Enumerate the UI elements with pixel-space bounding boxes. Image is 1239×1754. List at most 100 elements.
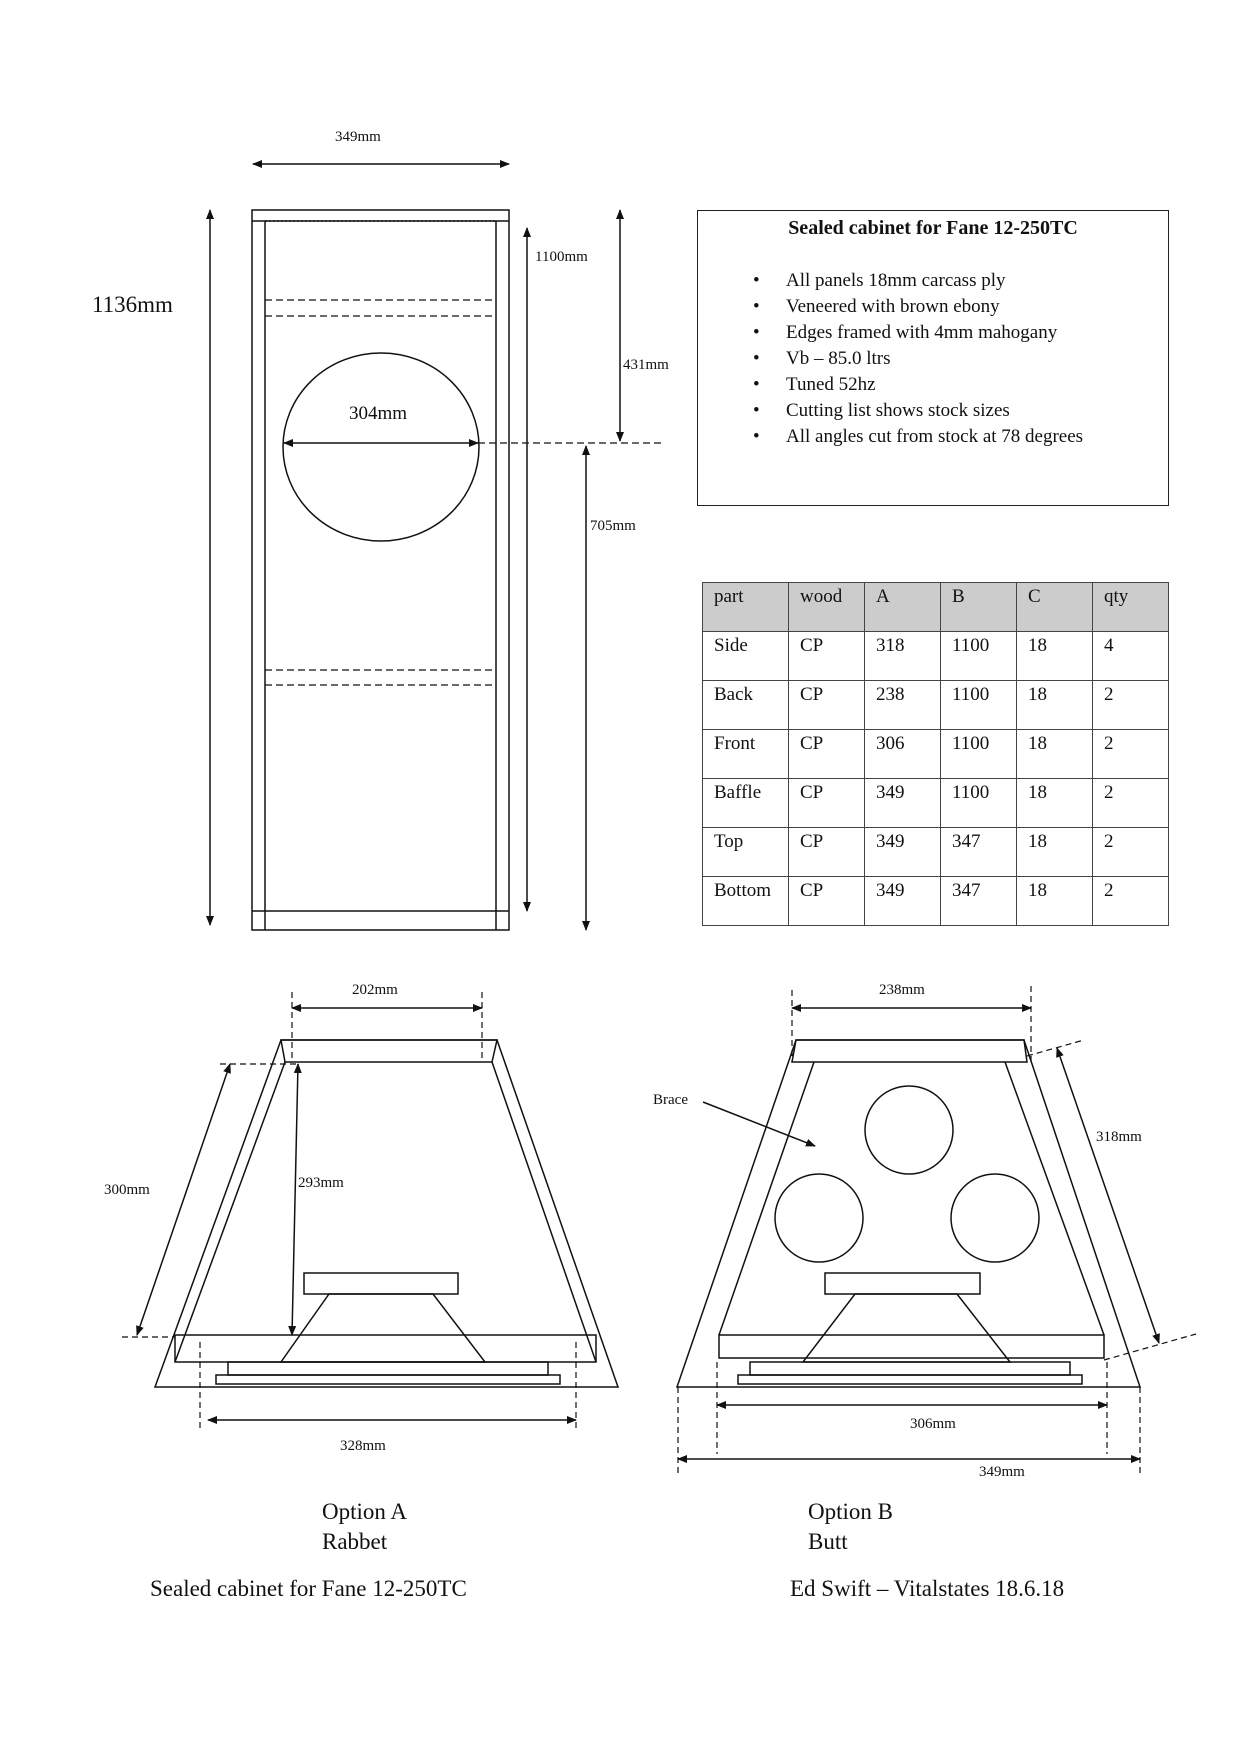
option-b-brace-label: Brace — [653, 1092, 688, 1108]
brace-hole-right — [950, 1173, 1040, 1263]
bottom-panel — [174, 1334, 597, 1363]
notes-item: Tuned 52hz — [753, 372, 1168, 398]
option-b-caption: Option B Butt — [808, 1497, 893, 1557]
table-cell: CP — [788, 778, 865, 828]
table-cell: Front — [702, 729, 789, 779]
table-cell: 4 — [1092, 631, 1169, 681]
table-cell: 238 — [864, 680, 941, 730]
table-header-row: part wood A B C qty — [702, 582, 1169, 632]
height-dim-label: 1136mm — [92, 292, 173, 317]
option-a-subtitle: Rabbet — [322, 1529, 388, 1554]
table-cell: 2 — [1092, 778, 1169, 828]
option-b-subtitle: Butt — [808, 1529, 848, 1554]
width-dim-label: 349mm — [335, 129, 381, 145]
table-cell: 18 — [1016, 778, 1093, 828]
table-cell: CP — [788, 729, 865, 779]
notes-item: Edges framed with 4mm mahogany — [753, 320, 1168, 346]
column-header: wood — [788, 582, 865, 632]
footer-left: Sealed cabinet for Fane 12-250TC — [150, 1576, 467, 1601]
table-cell: 2 — [1092, 876, 1169, 926]
baffle-strip — [227, 1361, 549, 1376]
table-cell: Baffle — [702, 778, 789, 828]
baffle-strip — [749, 1361, 1071, 1376]
column-header: part — [702, 582, 789, 632]
driver-diameter-label: 304mm — [349, 403, 407, 424]
option-a-bottom-width-label: 328mm — [340, 1438, 386, 1454]
notes-item: All panels 18mm carcass ply — [753, 268, 1168, 294]
column-header: qty — [1092, 582, 1169, 632]
option-b-side-label: 318mm — [1096, 1129, 1142, 1145]
option-a-drawing — [122, 992, 620, 1432]
column-header: C — [1016, 582, 1093, 632]
driver-magnet — [824, 1272, 981, 1295]
notes-item: Cutting list shows stock sizes — [753, 398, 1168, 424]
table-cell: 2 — [1092, 827, 1169, 877]
table-row: Front CP 306 1100 18 2 — [702, 729, 1169, 779]
table-cell: 18 — [1016, 680, 1093, 730]
table-row: Back CP 238 1100 18 2 — [702, 680, 1169, 730]
driver-top-label: 431mm — [623, 357, 669, 373]
table-cell: CP — [788, 876, 865, 926]
option-b-drawing — [675, 986, 1197, 1474]
depth-arrow — [288, 1063, 302, 1336]
column-header: B — [940, 582, 1017, 632]
table-cell: 18 — [1016, 876, 1093, 926]
driver-cone — [801, 1293, 1012, 1363]
table-cell: Bottom — [702, 876, 789, 926]
table-cell: 349 — [864, 827, 941, 877]
notes-title: Sealed cabinet for Fane 12-250TC — [788, 217, 1078, 239]
option-b-top-width-label: 238mm — [879, 982, 925, 998]
driver-cutout — [282, 352, 480, 542]
table-row: Top CP 349 347 18 2 — [702, 827, 1169, 877]
table-cell: 349 — [864, 876, 941, 926]
table-cell: 1100 — [940, 729, 1017, 779]
table-cell: 1100 — [940, 680, 1017, 730]
option-a-side-label: 300mm — [104, 1182, 150, 1198]
table-cell: 18 — [1016, 631, 1093, 681]
top-panel — [280, 1039, 498, 1063]
side-arrow — [136, 1063, 231, 1336]
table-cell: Side — [702, 631, 789, 681]
table-cell: 306 — [864, 729, 941, 779]
inner-height-label: 1100mm — [535, 249, 588, 265]
table-cell: 347 — [940, 876, 1017, 926]
notes-box: Sealed cabinet for Fane 12-250TC All pan… — [697, 210, 1169, 506]
brace-arrow — [702, 1101, 816, 1147]
table-cell: 347 — [940, 827, 1017, 877]
driver-magnet — [303, 1272, 459, 1295]
table-cell: 1100 — [940, 631, 1017, 681]
bottom-panel — [718, 1334, 1105, 1359]
table-cell: 18 — [1016, 827, 1093, 877]
option-a-caption: Option A Rabbet — [322, 1497, 407, 1557]
table-cell: 1100 — [940, 778, 1017, 828]
table-cell: Top — [702, 827, 789, 877]
brace-hole-left — [774, 1173, 864, 1263]
option-a-depth-label: 293mm — [298, 1175, 344, 1191]
table-cell: CP — [788, 680, 865, 730]
option-b-outer-width-label: 349mm — [979, 1464, 1025, 1480]
cabinet-outline — [251, 209, 510, 931]
notes-item: Vb – 85.0 ltrs — [753, 346, 1168, 372]
front-view — [206, 160, 662, 931]
brace-upper — [265, 299, 496, 317]
side-arrow — [1056, 1047, 1160, 1344]
brace-hole-top — [864, 1085, 954, 1175]
option-b-inner-width-label: 306mm — [910, 1416, 956, 1432]
footer-right: Ed Swift – Vitalstates 18.6.18 — [790, 1576, 1065, 1601]
column-header: A — [864, 582, 941, 632]
top-panel — [791, 1039, 1028, 1063]
option-a-title: Option A — [322, 1499, 407, 1524]
table-row: Side CP 318 1100 18 4 — [702, 631, 1169, 681]
table-cell: 318 — [864, 631, 941, 681]
notes-item: Veneered with brown ebony — [753, 294, 1168, 320]
table-cell: 2 — [1092, 680, 1169, 730]
option-b-title: Option B — [808, 1499, 893, 1524]
cutting-list-table: part wood A B C qty Side CP 318 1100 18 … — [702, 582, 1169, 926]
notes-list: All panels 18mm carcass ply Veneered wit… — [698, 268, 1168, 450]
table-cell: CP — [788, 631, 865, 681]
table-row: Bottom CP 349 347 18 2 — [702, 876, 1169, 926]
notes-item: All angles cut from stock at 78 degrees — [753, 424, 1168, 450]
table-cell: 18 — [1016, 729, 1093, 779]
driver-bottom-label: 705mm — [590, 518, 636, 534]
